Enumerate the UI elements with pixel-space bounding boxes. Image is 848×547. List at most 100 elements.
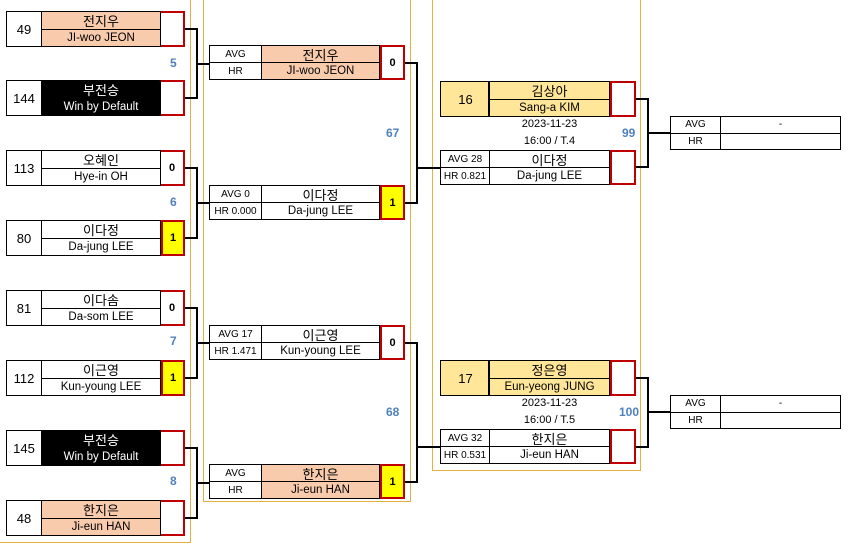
hr-label: HR 0.000	[214, 205, 257, 217]
seed-number: 112	[6, 360, 42, 396]
score-box: 0	[380, 325, 405, 360]
score-box	[610, 81, 636, 117]
match-number: 67	[386, 126, 400, 140]
avg-label: AVG	[210, 465, 261, 482]
score-box	[161, 11, 185, 47]
player-name-english: Sang-a KIM	[519, 101, 580, 114]
player-name-korean: 이근영	[262, 326, 379, 343]
hr-value	[721, 413, 840, 429]
player-name-korean: 한지은	[490, 430, 609, 447]
hr-label: HR	[671, 412, 721, 428]
avg-label: AVG 17	[210, 326, 261, 343]
player-name-english: Da-jung LEE	[68, 240, 134, 253]
player-name-box[interactable]: 정은영 Eun-yeong JUNG	[489, 360, 610, 396]
player-name-box[interactable]: 이다정 Da-jung LEE	[41, 220, 161, 256]
player-name-korean: 부전승	[83, 83, 119, 98]
player-name-korean: 부전승	[83, 433, 119, 448]
match-number: 68	[386, 405, 400, 419]
seed-number: 113	[6, 150, 42, 186]
score-box: 1	[380, 464, 405, 499]
player-name-english: JI-woo JEON	[286, 65, 355, 77]
score-box: 1	[161, 360, 185, 396]
player-name-english: Win by Default	[63, 100, 139, 113]
score-box: 1	[161, 220, 185, 256]
score-box	[610, 150, 636, 185]
player-name-korean: 이근영	[42, 361, 160, 379]
player-name-korean: 전지우	[262, 46, 379, 63]
match-number: 5	[170, 56, 177, 70]
stats-box: AVG 32 HR 0.531	[440, 429, 490, 464]
player-name-box[interactable]: 오혜인 Hye-in OH	[41, 150, 161, 186]
player-name-korean: 한지은	[42, 501, 160, 519]
seed-number: 49	[6, 11, 42, 47]
player-name-korean: 김상아	[490, 82, 609, 100]
score-box	[161, 80, 185, 116]
player-name-english: Kun-young LEE	[280, 345, 361, 357]
player-name-korean: 이다정	[490, 151, 609, 168]
player-name-english: Ji-eun HAN	[71, 520, 131, 533]
seed-number: 144	[6, 80, 42, 116]
player-name-box[interactable]: 이다솜 Da-som LEE	[41, 290, 161, 326]
score-box	[610, 429, 636, 464]
player-name-box[interactable]: 이다정 Da-jung LEE	[489, 150, 610, 185]
player-name-box[interactable]: 전지우 JI-woo JEON	[41, 11, 161, 47]
player-name-box[interactable]: 김상아 Sang-a KIM	[489, 81, 610, 117]
score-box	[161, 430, 185, 466]
match-number: 6	[170, 195, 177, 209]
player-name-korean: 이다정	[262, 186, 379, 203]
score-box: 0	[380, 45, 405, 80]
round3-column-frame	[432, 0, 641, 471]
seed-number: 80	[6, 220, 42, 256]
match-date: 2023-11-23	[521, 118, 578, 130]
round2-column-frame	[203, 0, 411, 502]
player-name-korean: 이다솜	[42, 291, 160, 309]
hr-label: HR	[228, 484, 243, 496]
match-number: 99	[622, 126, 636, 140]
player-name-box[interactable]: 부전승 Win by Default	[41, 80, 161, 116]
hr-label: HR 0.531	[443, 449, 487, 461]
match-time-table: 16:00 / T.5	[523, 414, 576, 426]
match-number: 7	[170, 334, 177, 348]
seed-number: 48	[6, 500, 42, 536]
player-name-box[interactable]: 이다정 Da-jung LEE	[261, 185, 380, 220]
seed-number: 145	[6, 430, 42, 466]
player-name-box[interactable]: 전지우 JI-woo JEON	[261, 45, 380, 80]
round1-column-frame	[0, 0, 191, 543]
match-number: 8	[170, 474, 177, 488]
player-name-korean: 전지우	[42, 12, 160, 30]
player-name-box[interactable]: 이근영 Kun-young LEE	[41, 360, 161, 396]
player-name-box[interactable]: 부전승 Win by Default	[41, 430, 161, 466]
score-box: 0	[161, 150, 185, 186]
player-name-english: JI-woo JEON	[67, 31, 135, 44]
player-name-english: Ji-eun HAN	[291, 484, 350, 496]
avg-label: AVG 0	[210, 186, 261, 203]
avg-label: AVG 28	[441, 151, 489, 168]
seed-number: 81	[6, 290, 42, 326]
score-box	[161, 500, 185, 536]
hr-label: HR	[228, 65, 243, 77]
player-name-box[interactable]: 이근영 Kun-young LEE	[261, 325, 380, 360]
avg-label: AVG 32	[441, 430, 489, 447]
player-name-english: Da-jung LEE	[287, 205, 354, 217]
match-date: 2023-11-23	[521, 397, 578, 409]
player-name-korean: 한지은	[262, 465, 379, 482]
player-name-english: Win by Default	[63, 450, 139, 463]
avg-value: -	[721, 117, 840, 134]
stats-box: AVG 28 HR 0.821	[440, 150, 490, 185]
stats-box: AVG HR	[209, 45, 262, 80]
score-box: 1	[380, 185, 405, 220]
match-time-table: 16:00 / T.4	[523, 135, 576, 147]
result-box-1: AVG - HR	[670, 116, 841, 150]
match-number: 100	[619, 405, 640, 419]
player-name-english: Da-jung LEE	[516, 170, 583, 182]
player-name-korean: 오혜인	[42, 151, 160, 169]
player-name-english: Eun-yeong JUNG	[504, 380, 595, 393]
player-name-english: Hye-in OH	[74, 170, 128, 183]
hr-value	[721, 134, 840, 150]
seed-number: 17	[443, 361, 489, 395]
player-name-box[interactable]: 한지은 Ji-eun HAN	[261, 464, 380, 499]
player-name-box[interactable]: 한지은 Ji-eun HAN	[41, 500, 161, 536]
stats-box: AVG 17 HR 1.471	[209, 325, 262, 360]
player-name-korean: 정은영	[490, 361, 609, 379]
player-name-box[interactable]: 한지은 Ji-eun HAN	[489, 429, 610, 464]
